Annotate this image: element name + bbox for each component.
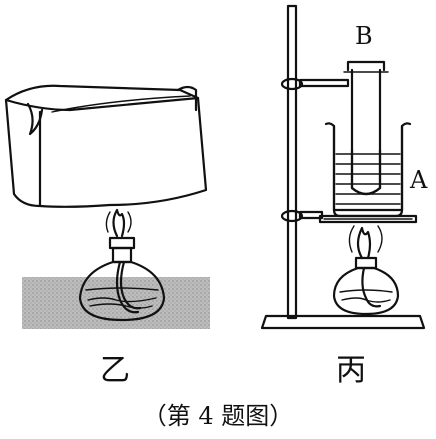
flame-yi [105, 208, 132, 238]
alcohol-lamp-yi [78, 236, 166, 322]
label-bing: 丙 [336, 353, 366, 388]
label-a: A [409, 166, 428, 194]
water-lines [335, 153, 401, 205]
flame-bing [348, 225, 383, 260]
wire-gauze [280, 209, 418, 224]
apparatus-bing [260, 4, 426, 330]
paper-box [4, 84, 208, 208]
figure-caption: （第 4 题图） [143, 402, 294, 430]
apparatus-yi [4, 84, 210, 329]
stand-base [260, 314, 426, 330]
stand-rod [286, 4, 298, 320]
label-yi: 乙 [100, 353, 130, 388]
alcohol-lamp-bing [332, 256, 400, 316]
beaker-a [324, 122, 412, 218]
upper-clamp [280, 77, 350, 91]
label-b: B [355, 22, 373, 50]
